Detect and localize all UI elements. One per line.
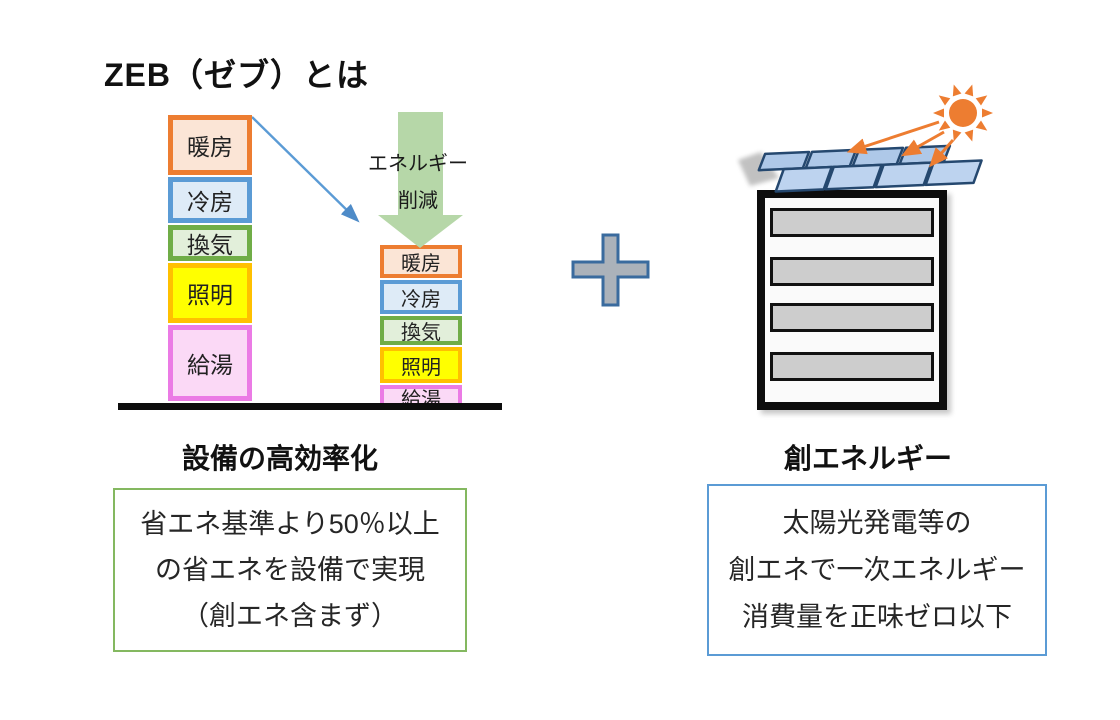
segment-cooling-label: 冷房 (187, 189, 233, 215)
segment-hot-water-label: 給湯 (187, 352, 233, 378)
segment-lighting-label: 照明 (187, 282, 233, 308)
segment-cooling-label: 冷房 (401, 288, 441, 311)
segment-ventilation-label: 換気 (187, 232, 233, 258)
generation-caption: 創エネルギー (783, 443, 952, 474)
sunlight-arrows-icon (846, 120, 955, 168)
segment-heating: 暖房 (168, 115, 252, 175)
segment-lighting-label: 照明 (401, 356, 441, 379)
sun-icon (933, 84, 993, 142)
window-band (770, 208, 934, 237)
page-title: ZEB（ゼブ）とは (104, 57, 370, 93)
building-illustration (757, 190, 947, 410)
segment-lighting: 照明 (380, 347, 462, 383)
window-band (770, 303, 934, 332)
segment-ventilation: 換気 (380, 316, 462, 345)
generation-info-line: 創エネで一次エネルギー (728, 554, 1026, 585)
segment-lighting: 照明 (168, 263, 252, 323)
segment-heating-label: 暖房 (401, 253, 441, 275)
ground-line (118, 403, 502, 410)
reduction-arrow-label-line2: 削減 (398, 190, 438, 212)
efficiency-info-line: 省エネ基準より50％以上 (140, 509, 440, 539)
energy-stack-after: 暖房 冷房 換気 照明 給湯 (380, 245, 462, 411)
window-band (770, 257, 934, 286)
energy-stack-before: 暖房 冷房 換気 照明 給湯 (168, 115, 252, 401)
segment-ventilation-label: 換気 (401, 322, 441, 344)
efficiency-info-line: の省エネを設備で実現 (155, 555, 425, 585)
reduction-arrow-icon (378, 112, 463, 248)
window-band (770, 352, 934, 381)
segment-heating-label: 暖房 (187, 134, 233, 160)
transfer-arrow-icon (251, 116, 360, 223)
segment-cooling: 冷房 (168, 177, 252, 223)
segment-hot-water: 給湯 (168, 325, 252, 401)
generation-info-box: 太陽光発電等の 創エネで一次エネルギー 消費量を正味ゼロ以下 (707, 484, 1047, 656)
plus-icon (571, 233, 650, 307)
solar-panels-icon (738, 84, 993, 193)
efficiency-caption: 設備の高効率化 (181, 443, 378, 474)
reduction-arrow-label-line1: エネルギー (368, 153, 468, 175)
segment-ventilation: 換気 (168, 225, 252, 261)
efficiency-info-line: （創エネ含まず） (182, 601, 398, 631)
generation-info-line: 消費量を正味ゼロ以下 (742, 601, 1012, 632)
segment-cooling: 冷房 (380, 280, 462, 314)
efficiency-info-box: 省エネ基準より50％以上 の省エネを設備で実現 （創エネ含まず） (113, 488, 467, 652)
generation-info-line: 太陽光発電等の (782, 507, 972, 538)
